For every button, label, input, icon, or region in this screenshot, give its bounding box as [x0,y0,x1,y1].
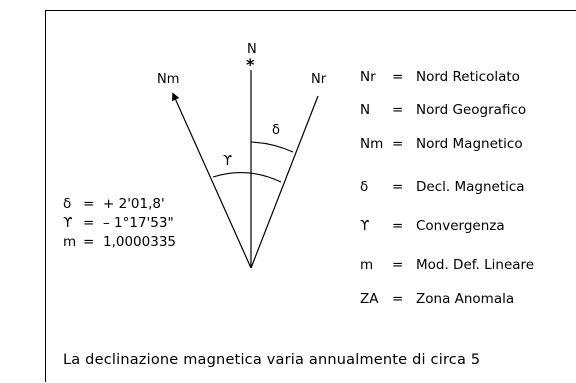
value-equals: = [83,215,95,231]
value-equals: = [83,234,95,250]
label-delta: δ [272,123,280,138]
legend-row-m: m = Mod. Def. Lineare [360,257,535,273]
diagram-frame [45,10,576,382]
legend-row-nr: Nr = Nord Reticolato [360,69,520,85]
value-symbol: m [63,234,77,250]
legend-equals: = [392,179,404,195]
legend-text: Convergenza [416,218,505,234]
legend-row-za: ZA = Zona Anomala [360,291,515,307]
legend-equals: = [392,218,404,234]
value-text: 1,0000335 [103,234,177,250]
north-magnetic-line [171,92,252,269]
label-n: N [247,42,257,57]
legend-text: Mod. Def. Lineare [416,257,535,273]
legend-equals: = [392,257,404,273]
value-symbol: ϒ [63,215,73,231]
value-row-gamma: ϒ = – 1°17'53" [63,215,174,231]
footer-note: La declinazione magnetica varia annualme… [63,352,481,368]
star-icon: * [246,55,255,74]
label-gamma: ϒ [223,154,233,169]
value-row-m: m = 1,0000335 [63,234,177,250]
legend-text: Decl. Magnetica [416,179,525,195]
declination-arc [250,141,294,153]
value-text: + 2'01,8' [103,196,165,212]
legend-row-nm: Nm = Nord Magnetico [360,136,523,152]
legend-text: Zona Anomala [416,291,515,307]
label-nr: Nr [311,72,327,87]
legend-row-n: N = Nord Geografico [360,102,527,118]
legend-equals: = [392,291,404,307]
legend-symbol: ϒ [360,218,370,234]
legend-text: Nord Reticolato [416,69,520,85]
legend-symbol: Nr [360,69,376,85]
legend-symbol: m [360,257,374,273]
legend-symbol: δ [360,179,369,195]
legend-equals: = [392,102,404,118]
value-equals: = [83,196,95,212]
legend-symbol: ZA [360,291,379,307]
legend-symbol: Nm [360,136,384,152]
label-nm: Nm [157,72,180,87]
legend-equals: = [392,69,404,85]
value-symbol: δ [63,196,72,212]
value-text: – 1°17'53" [103,215,174,231]
legend-row-gamma: ϒ = Convergenza [360,218,505,234]
north-grid-line [250,95,319,269]
value-row-delta: δ = + 2'01,8' [63,196,165,212]
legend-text: Nord Geografico [416,102,527,118]
legend-text: Nord Magnetico [416,136,523,152]
legend-row-delta: δ = Decl. Magnetica [360,179,525,195]
legend-symbol: N [360,102,371,118]
legend-equals: = [392,136,404,152]
convergence-arc [212,172,282,183]
